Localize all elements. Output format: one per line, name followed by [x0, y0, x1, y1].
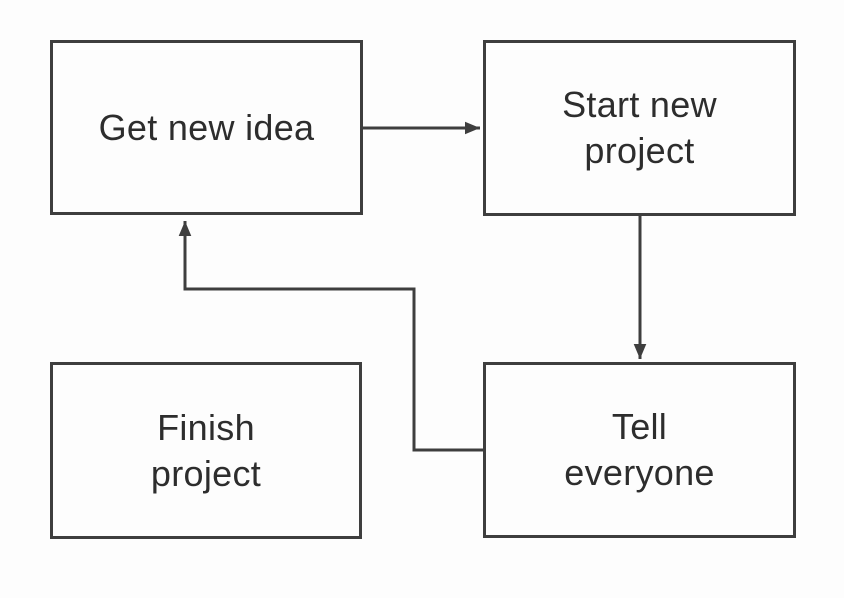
- node-start-new-project: Start new project: [483, 40, 796, 216]
- node-get-new-idea: Get new idea: [50, 40, 363, 215]
- node-start-new-project-label: Start new project: [562, 84, 717, 171]
- node-finish-project-label: Finish project: [150, 406, 262, 494]
- node-get-new-idea-label: Get new idea: [98, 106, 315, 148]
- node-tell-everyone: Tell everyone: [483, 362, 796, 538]
- node-tell-everyone-label: Tell everyone: [564, 406, 715, 493]
- node-finish-project: Finish project: [50, 362, 362, 539]
